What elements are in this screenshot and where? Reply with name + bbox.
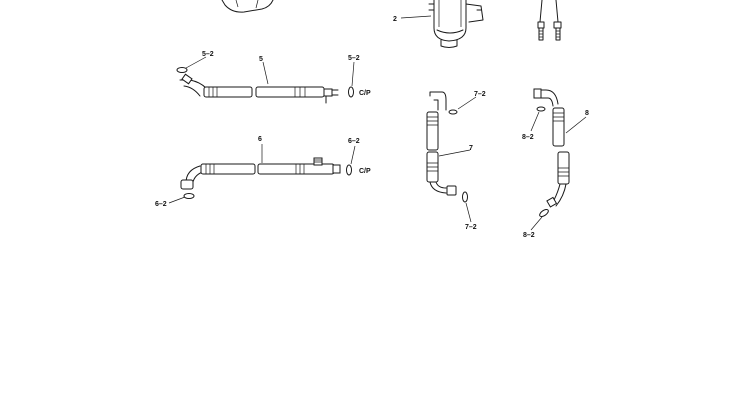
o-ring-6-2-right [346, 164, 352, 176]
o-ring-7-2-bottom [462, 191, 468, 203]
hose-6 [180, 157, 341, 190]
callout-cp-5: C/P [359, 90, 371, 97]
callout-6-2-left: 6–2 [155, 201, 167, 208]
o-ring-6-2-left [183, 193, 195, 199]
callout-2: 2 [393, 16, 397, 23]
callout-8-2-bottom: 8–2 [523, 232, 535, 239]
o-ring-8-2-top [536, 106, 546, 112]
hose-5 [179, 73, 339, 104]
callout-8-2-top: 8–2 [522, 134, 534, 141]
o-ring-7-2-top [448, 109, 458, 115]
mounting-bolts [537, 0, 562, 41]
callout-6: 6 [258, 136, 262, 143]
top-component-partial [221, 0, 274, 13]
o-ring-5-2-right [348, 86, 354, 98]
callout-cp-6: C/P [359, 168, 371, 175]
o-ring-8-2-bottom [539, 208, 549, 218]
callout-8: 8 [585, 110, 589, 117]
callout-7-2-bottom: 7–2 [465, 224, 477, 231]
leader-lines [168, 15, 587, 231]
callout-7-2-top: 7–2 [474, 91, 486, 98]
callout-7: 7 [469, 145, 473, 152]
hose-7 [426, 91, 457, 196]
callout-5-2-left: 5–2 [202, 51, 214, 58]
hose-8 [533, 88, 570, 208]
callout-5: 5 [259, 56, 263, 63]
o-ring-5-2-left [176, 67, 188, 73]
receiver-drier [428, 0, 484, 48]
callout-6-2-right: 6–2 [348, 138, 360, 145]
callout-5-2-right: 5–2 [348, 55, 360, 62]
